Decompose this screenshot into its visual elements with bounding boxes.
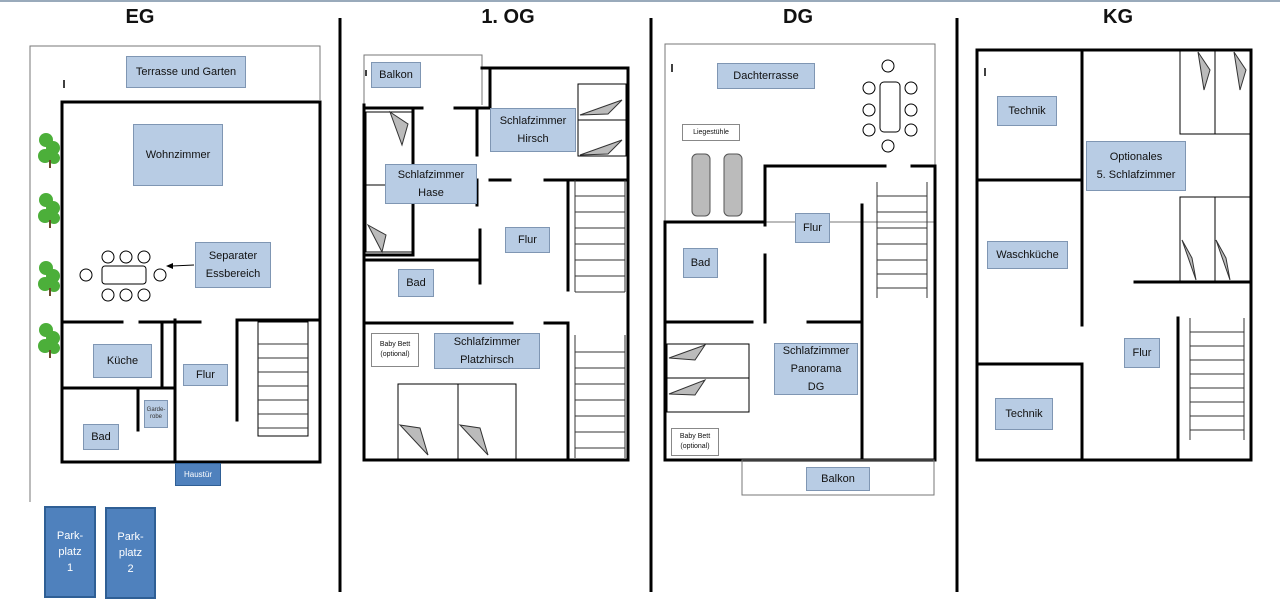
room-label-flur-kg: Flur — [1124, 338, 1160, 368]
note-babybett-dg: Baby Bett (optional) — [671, 428, 719, 456]
room-label-balkon-og: Balkon — [371, 62, 421, 88]
note-babybett-og: Baby Bett (optional) — [371, 333, 419, 367]
dg-bed-icon — [666, 343, 750, 413]
eg-plan — [29, 45, 322, 502]
lounger-icons — [691, 153, 743, 217]
kg-bed-icons — [1179, 49, 1251, 283]
room-label-panorama: Schlafzimmer Panorama DG — [774, 343, 858, 395]
room-label-wohnzimmer: Wohnzimmer — [133, 124, 223, 186]
room-label-dachterrasse: Dachterrasse — [717, 63, 815, 89]
room-label-bad-dg: Bad — [683, 248, 718, 278]
dining-table-icon — [79, 250, 167, 302]
parking-space-1: Park- platz 1 — [44, 506, 96, 598]
room-label-flur-eg: Flur — [183, 364, 228, 386]
room-label-optionales-schlafzimmer: Optionales 5. Schlafzimmer — [1086, 141, 1186, 191]
bed-icons — [365, 83, 627, 461]
room-label-flur-og: Flur — [505, 227, 550, 253]
room-label-bad-eg: Bad — [83, 424, 119, 450]
door-label-haustuer: Haustür — [175, 463, 221, 486]
room-label-waschkueche: Waschküche — [987, 241, 1068, 269]
room-label-platzhirsch: Schlafzimmer Platzhirsch — [434, 333, 540, 369]
terrace-table-icon — [862, 59, 918, 153]
room-label-essbereich: Separater Essbereich — [195, 242, 271, 288]
parking-space-2: Park- platz 2 — [105, 507, 156, 599]
room-label-hase: Schlafzimmer Hase — [385, 164, 477, 204]
room-label-bad-og: Bad — [398, 269, 434, 297]
kg-plan — [975, 48, 1253, 462]
room-label-garderobe: Garde- robe — [144, 400, 168, 428]
dg-plan — [663, 43, 937, 496]
room-label-terrasse: Terrasse und Garten — [126, 56, 246, 88]
note-liegestuehle: Liegestühle — [682, 124, 740, 141]
floor-title-kg: KG — [1103, 6, 1133, 28]
room-label-balkon-dg: Balkon — [806, 467, 870, 491]
floor-title-og: 1. OG — [481, 6, 535, 28]
floor-title-eg: EG — [125, 6, 155, 28]
room-label-flur-dg: Flur — [795, 213, 830, 243]
room-label-kueche: Küche — [93, 344, 152, 378]
tree-icons — [38, 133, 60, 358]
floor-title-dg: DG — [783, 6, 813, 28]
room-label-technik-2: Technik — [995, 398, 1053, 430]
room-label-hirsch: Schlafzimmer Hirsch — [490, 108, 576, 152]
room-label-technik-1: Technik — [997, 96, 1057, 126]
